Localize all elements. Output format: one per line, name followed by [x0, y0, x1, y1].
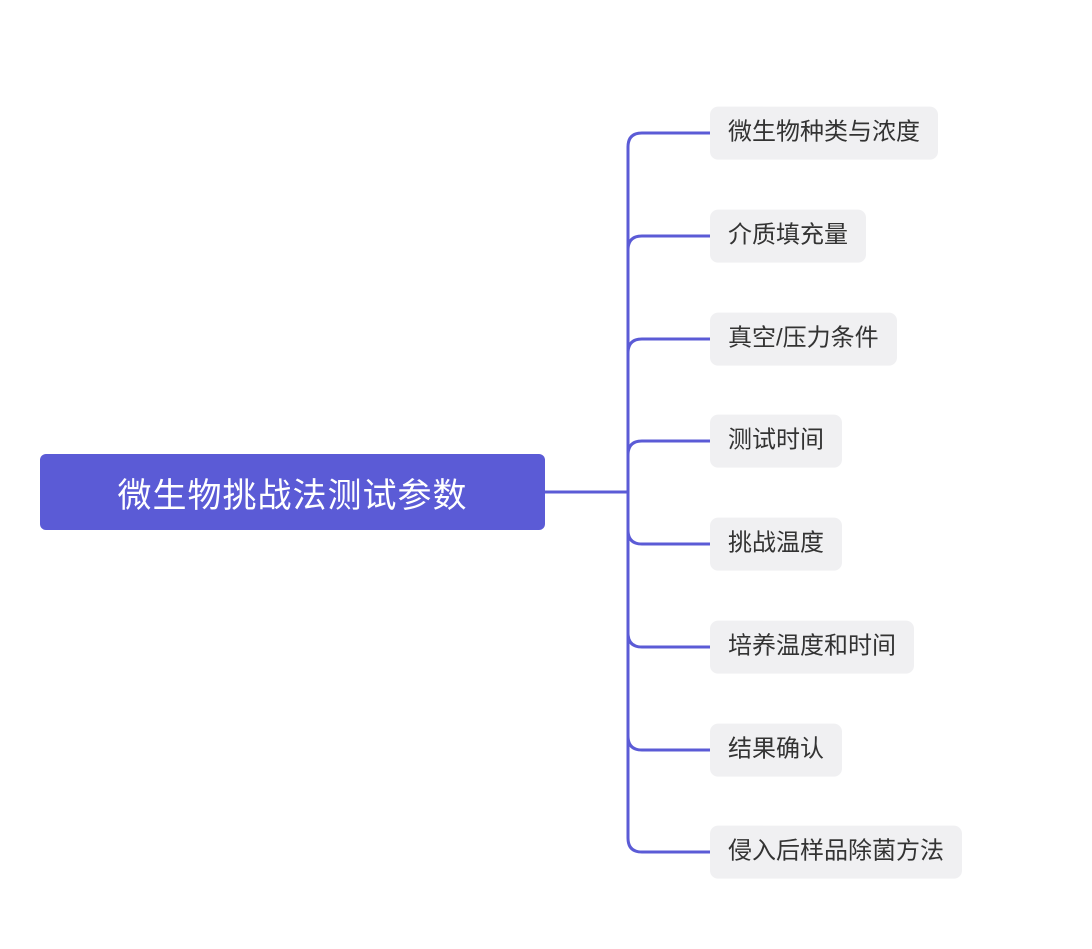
mindmap-node[interactable]: 挑战温度: [710, 517, 842, 571]
root-node[interactable]: 微生物挑战法测试参数: [40, 454, 545, 530]
mindmap-node[interactable]: 真空/压力条件: [710, 312, 897, 366]
mindmap-node[interactable]: 介质填充量: [710, 209, 866, 263]
mindmap-node[interactable]: 测试时间: [710, 414, 842, 468]
mindmap-node[interactable]: 结果确认: [710, 723, 842, 777]
mindmap-node[interactable]: 培养温度和时间: [710, 620, 914, 674]
mindmap-node[interactable]: 侵入后样品除菌方法: [710, 825, 962, 879]
mindmap-node[interactable]: 微生物种类与浓度: [710, 106, 938, 160]
